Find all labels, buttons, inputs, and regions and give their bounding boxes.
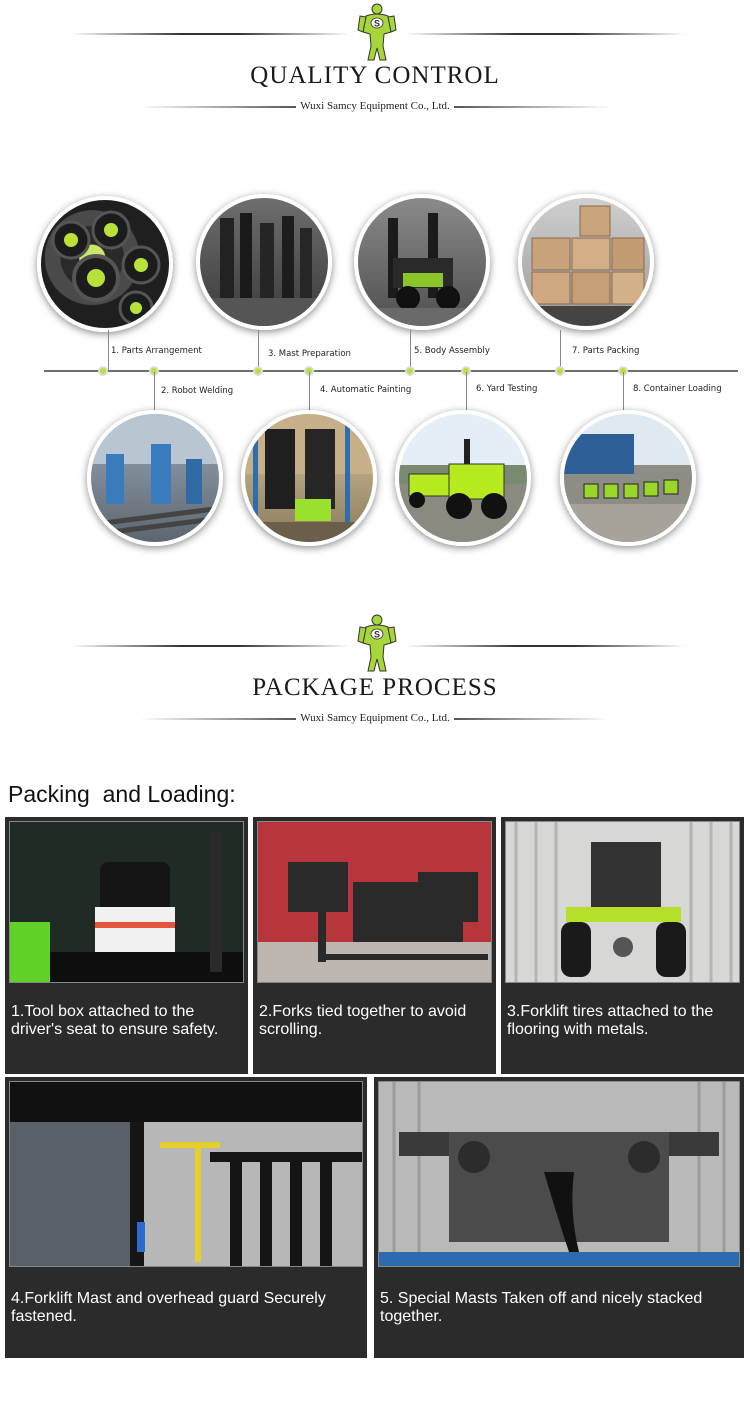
step-label: 3. Mast Preparation xyxy=(268,349,351,359)
timeline-dot xyxy=(253,366,263,376)
loading-photo xyxy=(560,410,696,546)
company-name: Wuxi Samcy Equipment Co., Ltd. xyxy=(296,100,454,112)
mascot-letter: S xyxy=(374,19,380,29)
mascot-logo: S xyxy=(357,614,397,672)
step-label: 2. Robot Welding xyxy=(161,386,234,396)
packing-card: 2.Forks tied together to avoid scrolling… xyxy=(253,817,496,1074)
tires-photo xyxy=(37,196,173,332)
section-title: PACKAGE PROCESS xyxy=(252,674,498,701)
timeline-dot xyxy=(98,366,108,376)
divider xyxy=(70,33,350,35)
divider xyxy=(70,645,350,647)
masts-photo xyxy=(196,194,332,330)
timeline-dot xyxy=(555,366,565,376)
mascot-letter: S xyxy=(374,630,380,640)
step-label: 1. Parts Arrangement xyxy=(111,346,202,356)
assembly-photo xyxy=(354,194,490,330)
divider xyxy=(405,33,685,35)
packing-card: 5. Special Masts Taken off and nicely st… xyxy=(374,1077,744,1358)
packing-heading: Packing and Loading: xyxy=(8,781,236,807)
step-label: 6. Yard Testing xyxy=(476,384,538,394)
packing-card: 3.Forklift tires attached to the floorin… xyxy=(501,817,744,1074)
step-label: 7. Parts Packing xyxy=(572,346,640,356)
welding-photo xyxy=(87,410,223,546)
tires-in-container-photo xyxy=(505,821,740,983)
card-caption: 3.Forklift tires attached to the floorin… xyxy=(507,1003,714,1038)
forklift-photo xyxy=(395,410,531,546)
toolbox-photo xyxy=(9,821,244,983)
boxes-photo xyxy=(518,194,654,330)
section-title: QUALITY CONTROL xyxy=(250,62,500,89)
card-caption: 4.Forklift Mast and overhead guard Secur… xyxy=(11,1290,326,1325)
company-name: Wuxi Samcy Equipment Co., Ltd. xyxy=(296,712,454,724)
painting-photo xyxy=(241,410,377,546)
forks-photo xyxy=(257,821,492,983)
card-caption: 2.Forks tied together to avoid scrolling… xyxy=(259,1003,467,1038)
special-masts-photo xyxy=(378,1081,740,1267)
mascot-logo: S xyxy=(357,3,397,61)
step-label: 4. Automatic Painting xyxy=(320,385,412,395)
card-caption: 1.Tool box attached to the driver's seat… xyxy=(11,1003,219,1038)
step-label: 8. Container Loading xyxy=(633,384,722,394)
timeline-dot xyxy=(405,366,415,376)
divider xyxy=(405,645,685,647)
packing-card: 4.Forklift Mast and overhead guard Secur… xyxy=(5,1077,367,1358)
mast-fastened-photo xyxy=(9,1081,363,1267)
card-caption: 5. Special Masts Taken off and nicely st… xyxy=(380,1290,703,1325)
packing-card: 1.Tool box attached to the driver's seat… xyxy=(5,817,248,1074)
step-label: 5. Body Assembly xyxy=(414,346,490,356)
timeline-line xyxy=(44,370,738,372)
